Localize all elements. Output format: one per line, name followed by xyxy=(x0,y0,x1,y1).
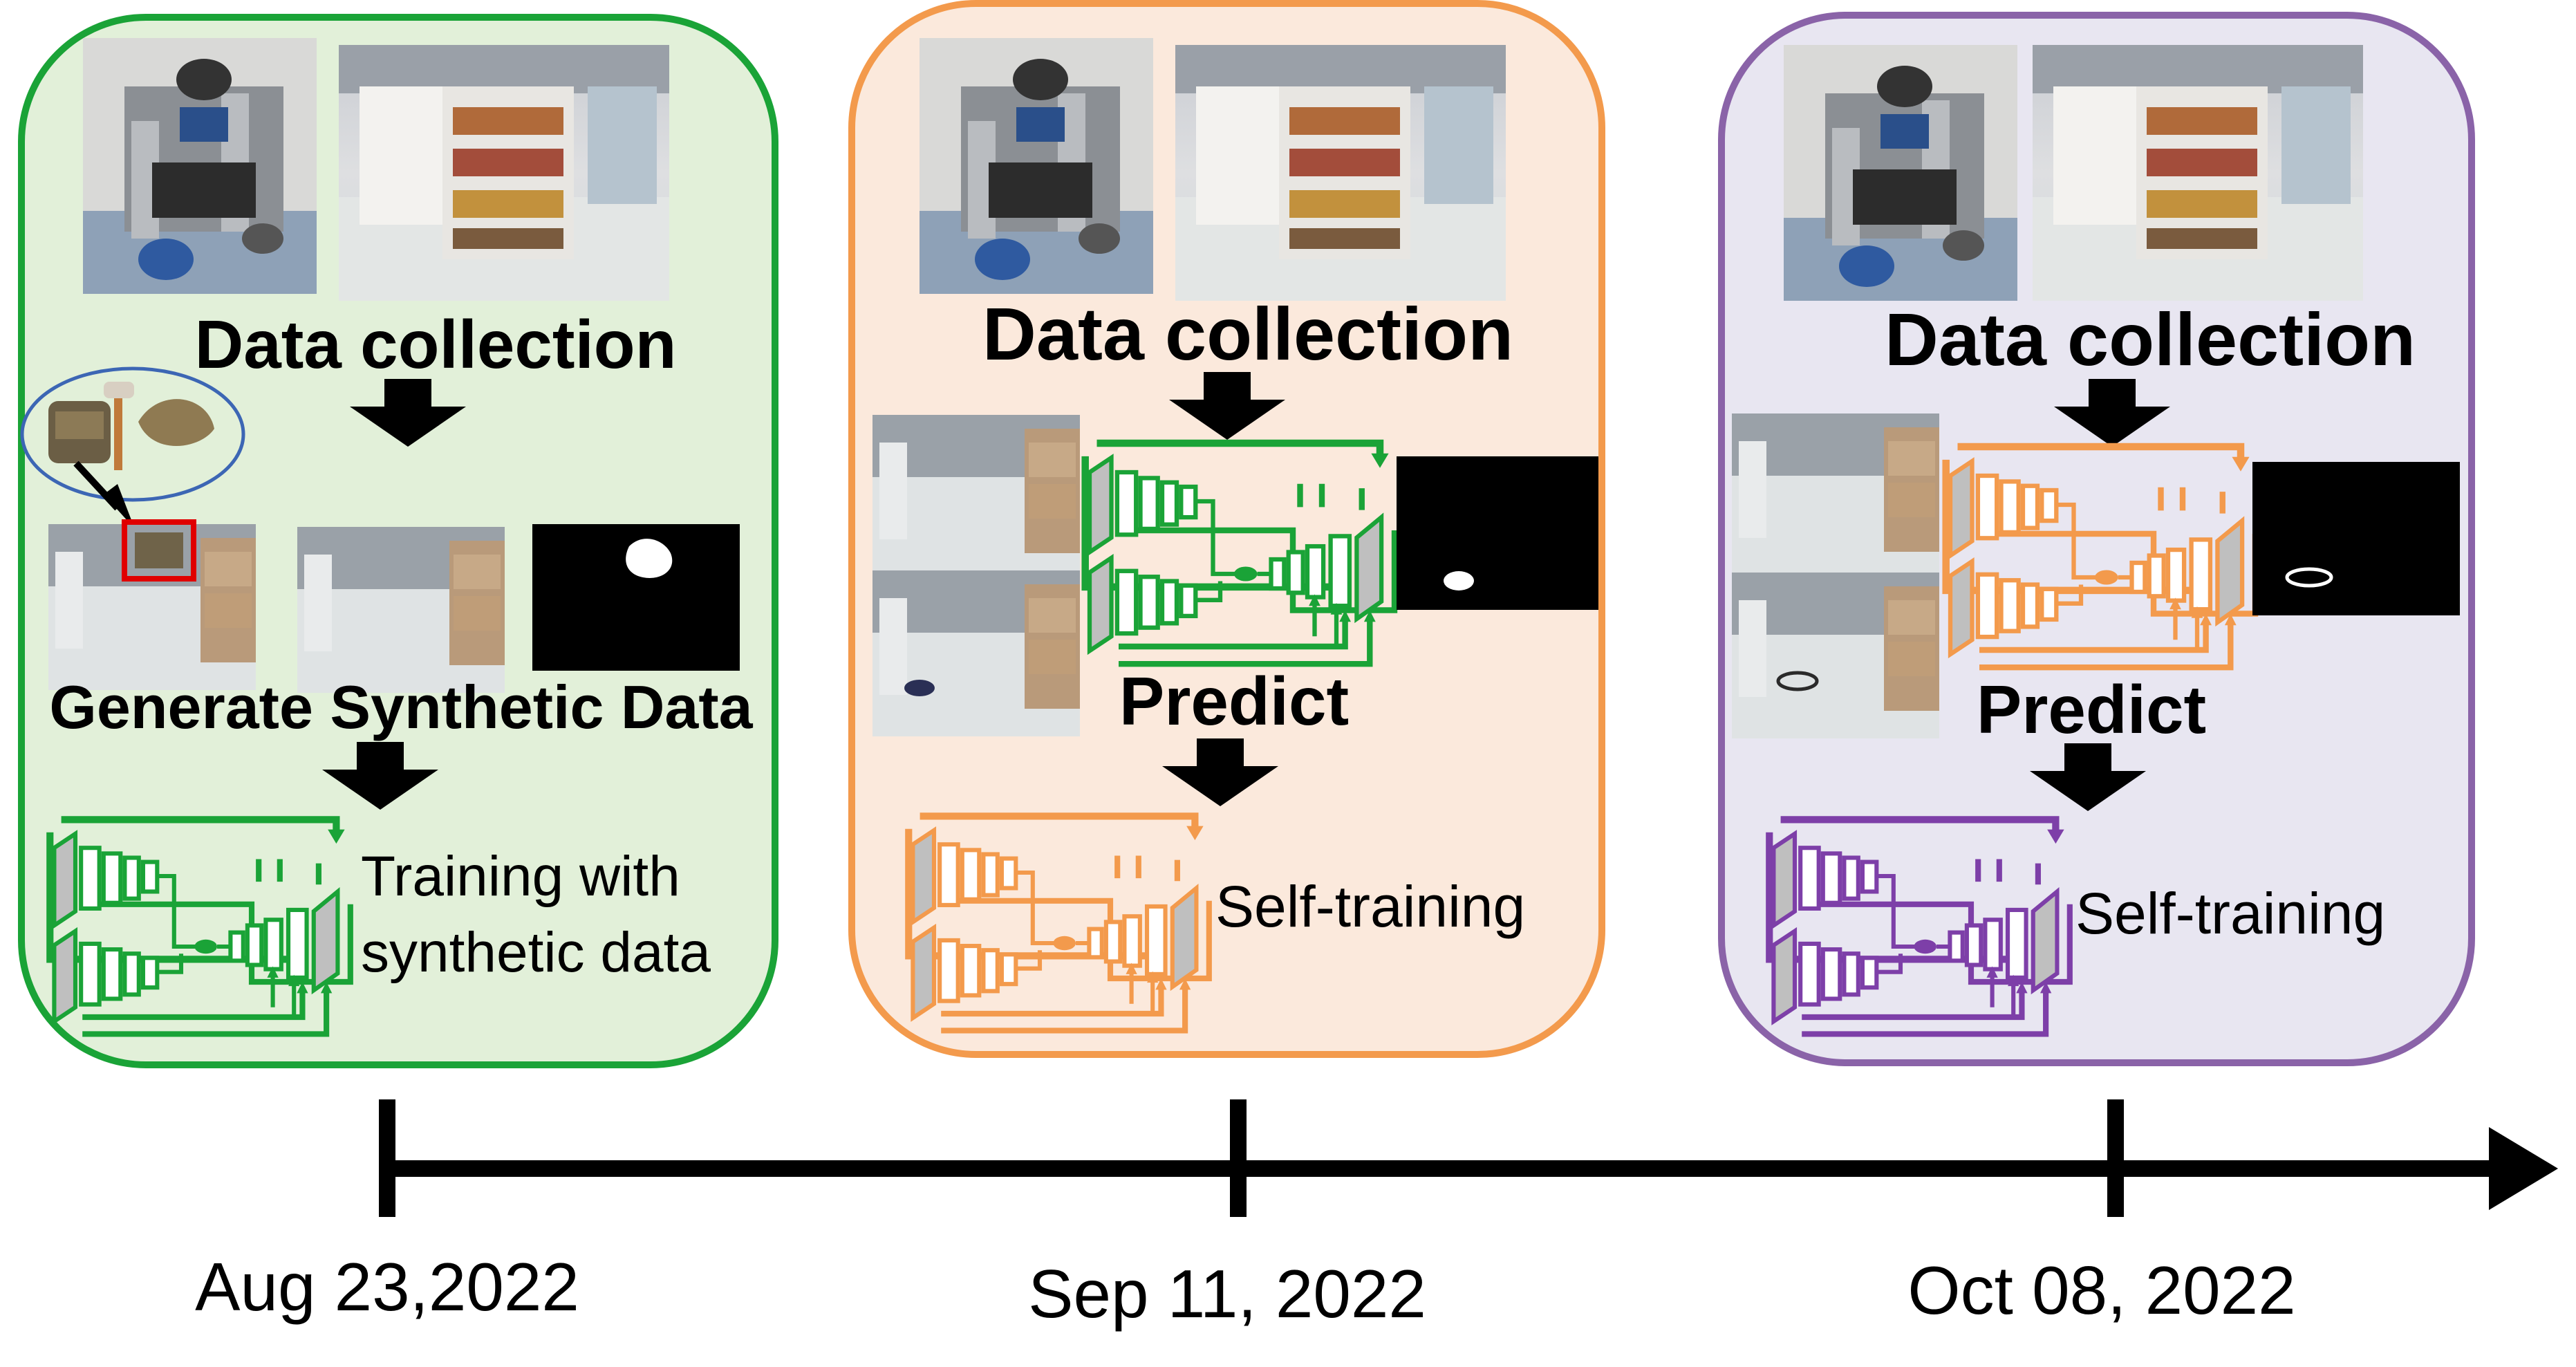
stage3-predict-label: Predict xyxy=(1977,671,2206,747)
timeline: Aug 23,2022 Sep 11, 2022 Oct 08, 2022 xyxy=(195,1099,2558,1332)
stage3-predicted-mask xyxy=(2252,462,2460,615)
unlabeled-photo-3 xyxy=(1732,413,1939,579)
generate-synthetic-data-label: Generate Synthetic Data xyxy=(49,673,753,741)
store-photo-3 xyxy=(2033,45,2363,301)
robot-photo-3 xyxy=(1784,45,2017,301)
stage1-panel: Data collection Generate Synthetic Data … xyxy=(18,14,778,1068)
background-photo xyxy=(297,527,505,693)
unlabeled-photo-2 xyxy=(872,570,1080,736)
stage3-data-collection-heading: Data collection xyxy=(1885,297,2416,381)
unlabeled-photo-1 xyxy=(872,415,1080,581)
training-with-label: Training with xyxy=(361,845,680,908)
stage2-panel: Data collection Predict Self-training xyxy=(848,0,1605,1058)
stage3-self-training-label: Self-training xyxy=(2075,881,2385,946)
robot-photo-2 xyxy=(920,38,1153,294)
date-aug: Aug 23,2022 xyxy=(195,1249,579,1325)
stage2-self-training-label: Self-training xyxy=(1215,874,1525,939)
synthetic-data-label: synthetic data xyxy=(361,921,711,984)
store-photo-2 xyxy=(1175,45,1506,301)
stage2-data-collection-heading: Data collection xyxy=(982,292,1513,375)
stage2-predicted-mask xyxy=(1397,456,1598,610)
unlabeled-photo-4 xyxy=(1732,573,1939,738)
date-oct: Oct 08, 2022 xyxy=(1907,1252,2295,1328)
robot-photo xyxy=(83,38,317,294)
timeline-arrowhead-icon xyxy=(2489,1127,2558,1210)
pasted-object-box xyxy=(122,519,196,582)
date-sep: Sep 11, 2022 xyxy=(1028,1256,1426,1332)
stage2-predict-label: Predict xyxy=(1119,663,1349,739)
stage1-data-collection-heading: Data collection xyxy=(194,306,676,382)
store-photo xyxy=(339,45,669,301)
stage3-panel: Data collection Predict Self-training xyxy=(1718,12,2475,1066)
